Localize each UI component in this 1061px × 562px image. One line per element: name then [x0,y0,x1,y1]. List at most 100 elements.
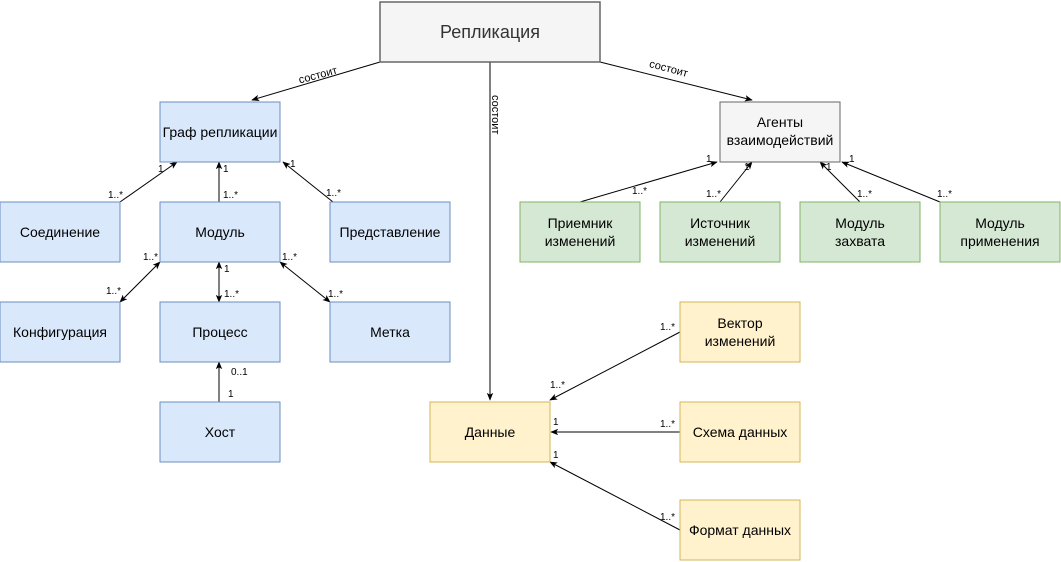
node-change-vector-label-1: Вектор [717,315,762,331]
mult-config-module: 1..* [106,286,121,297]
edge-representation-graph [282,161,334,203]
edge-module-configuration [119,261,161,303]
mult-vector-data: 1..* [660,322,675,333]
node-capture-label-2: захвата [835,233,885,249]
node-data[interactable]: Данные [429,401,551,463]
node-data-box [429,401,551,463]
node-receiver-label-2: изменений [545,233,616,249]
node-capture-label-1: Модуль [835,215,885,231]
node-source[interactable]: Источник изменений [659,201,781,263]
node-module-label: Модуль [195,224,245,240]
node-connection[interactable]: Соединение [0,201,121,263]
node-apply-label-1: Модуль [975,215,1025,231]
edge-format-data [549,461,681,531]
node-configuration[interactable]: Конфигурация [0,301,121,363]
node-process-label: Процесс [192,324,247,340]
consists-label-left: состоит [297,65,338,87]
node-capture-box [799,201,921,263]
mult-format-data: 1..* [660,512,675,523]
node-configuration-box [0,301,121,363]
node-replication-label: Репликация [440,22,540,42]
node-schema[interactable]: Схема данных [679,401,801,463]
consists-label-middle: состоит [489,95,501,134]
edge-replication-agents [599,61,753,102]
node-replication[interactable]: Репликация [379,1,601,63]
edge-source-agents [719,161,753,203]
node-agents-box [719,101,841,163]
node-representation-box [329,201,451,263]
node-agents-label-1: Агенты [757,114,803,130]
node-representation[interactable]: Представление [329,201,451,263]
node-graph-box [159,101,281,163]
mult-repr-graph-one: 1 [290,159,296,170]
node-graph[interactable]: Граф репликации [159,101,281,163]
node-receiver[interactable]: Приемник изменений [519,201,641,263]
mult-schema-data: 1..* [660,419,675,430]
consists-label-right: состоит [648,58,689,80]
node-data-label: Данные [465,424,516,440]
mult-source-agents-many: 1..* [706,189,721,200]
mult-process-host: 0..1 [231,367,248,378]
node-capture[interactable]: Модуль захвата [799,201,921,263]
edge-connection-graph [119,161,178,203]
mult-module-process: 1 [224,264,230,275]
node-graph-label: Граф репликации [163,124,278,140]
node-connection-box [0,201,121,263]
mult-module-graph-many: 1..* [223,190,238,201]
node-receiver-label-1: Приемник [548,215,614,231]
node-apply-box [939,201,1061,263]
node-representation-label: Представление [340,224,441,240]
mult-module-config: 1..* [143,252,158,263]
mult-mark-module: 1..* [328,289,343,300]
mult-module-graph-one: 1 [223,164,229,175]
mult-data-schema: 1 [553,417,559,428]
mult-conn-graph-many: 1..* [108,190,123,201]
node-host[interactable]: Хост [159,401,281,463]
edge-apply-agents [841,161,941,203]
mult-data-format: 1 [553,450,559,461]
node-apply-label-2: применения [960,233,1039,249]
mult-capture-agents-one: 1 [826,162,832,173]
node-format[interactable]: Формат данных [679,499,801,561]
mult-receiver-agents-one: 1 [706,154,712,165]
node-apply[interactable]: Модуль применения [939,201,1061,263]
node-schema-label: Схема данных [693,424,788,440]
mult-repr-graph-many: 1..* [326,188,341,199]
node-change-vector[interactable]: Вектор изменений [679,301,801,363]
node-agents-label-2: взаимодействий [727,132,834,148]
node-host-box [159,401,281,463]
edges [119,61,941,531]
node-schema-box [679,401,801,463]
mult-capture-agents-many: 1..* [857,189,872,200]
edge-replication-graph [251,61,381,102]
mult-source-agents-one: 1 [744,162,750,173]
node-format-box [679,499,801,561]
node-process-box [159,301,281,363]
node-module[interactable]: Модуль [159,201,281,263]
mult-conn-graph-one: 1 [158,164,164,175]
mult-module-mark: 1..* [282,252,297,263]
multiplicity-labels: 1 1..* 1 1..* 1 1..* 1..* 1..* 1 1..* 1.… [106,154,952,523]
node-replication-box [379,1,601,63]
node-source-label-1: Источник [690,215,751,231]
edge-module-mark [279,261,331,303]
node-change-vector-box [679,301,801,363]
node-module-box [159,201,281,263]
node-process[interactable]: Процесс [159,301,281,363]
node-mark-box [329,301,451,363]
edge-receiver-agents [579,160,718,203]
edge-capture-agents [819,161,861,203]
mult-host-process: 1 [228,389,234,400]
node-mark[interactable]: Метка [329,301,451,363]
node-receiver-box [519,201,641,263]
node-source-label-2: изменений [685,233,756,249]
node-source-box [659,201,781,263]
node-change-vector-label-2: изменений [705,333,776,349]
mult-apply-agents-one: 1 [849,154,855,165]
mult-process-module: 1..* [224,289,239,300]
node-host-label: Хост [205,424,236,440]
node-agents[interactable]: Агенты взаимодействий [719,101,841,163]
mult-apply-agents-many: 1..* [937,189,952,200]
